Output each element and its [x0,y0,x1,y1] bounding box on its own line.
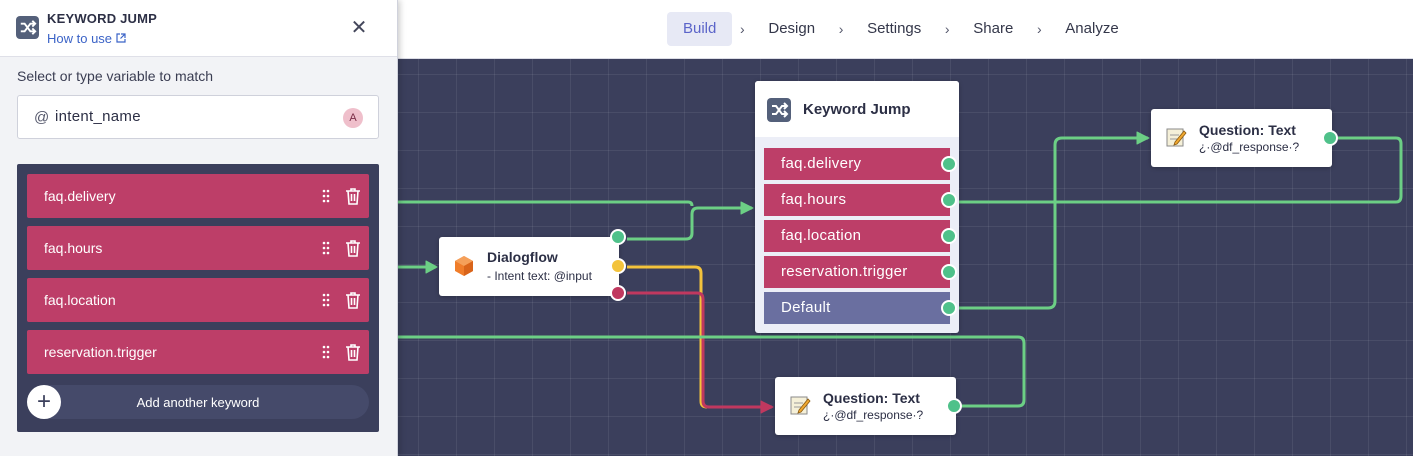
dialogflow-node[interactable]: Dialogflow - Intent text: @input [439,229,626,301]
tab-analyze[interactable]: Analyze [1065,20,1119,37]
nav-separator: › [740,21,745,37]
keyword-jump-default-row: Default [764,292,950,324]
keyword-label: faq.hours [44,240,103,256]
variable-value: intent_name [55,108,141,125]
faq-delivery-port[interactable] [941,156,957,172]
nav-separator: › [838,21,844,37]
keyword-jump-node-header: Keyword Jump [755,81,959,137]
wire-default-to-question [957,136,1148,310]
question-subtitle: ¿·@df_response·? [1199,140,1300,154]
trash-icon[interactable] [345,343,361,361]
shuffle-icon [767,98,791,122]
match-variable-label: Select or type variable to match [17,68,214,84]
trash-icon[interactable] [345,239,361,257]
keyword-jump-row: reservation.trigger [764,256,950,288]
dialogflow-fallback-port[interactable] [610,258,626,274]
dialogflow-title: Dialogflow [487,249,558,265]
nav-separator: › [1036,21,1042,37]
wire-dialogflow-error [627,291,772,409]
trash-icon[interactable] [345,187,361,205]
tab-design[interactable]: Design [768,20,816,37]
wire-offscreen-to-keyword-jump [398,200,694,207]
dialogflow-success-port[interactable] [610,229,626,245]
wire-dialogflow-success [627,206,752,241]
keyword-list: faq.delivery faq.hours faq.location [17,164,379,432]
dialogflow-icon [455,256,473,276]
keyword-label: faq.delivery [44,188,116,204]
how-to-use-label: How to use [47,31,113,46]
plus-icon: + [27,385,61,419]
dialogflow-subtitle: - Intent text: @input [487,269,592,283]
tab-share[interactable]: Share [973,20,1014,37]
drag-handle-icon[interactable] [321,241,331,255]
wire-question-bottom-loop [398,335,1026,408]
pencil-notepad-icon [790,396,811,415]
keyword-jump-row: faq.delivery [764,148,950,180]
add-keyword-label: Add another keyword [136,395,260,410]
add-keyword-button[interactable]: Add another keyword + [27,385,369,419]
tab-build[interactable]: Build [667,12,733,46]
variable-type-badge: A [343,108,363,128]
keyword-jump-title: Keyword Jump [803,101,911,118]
keyword-label: faq.location [44,292,116,308]
faq-location-port[interactable] [941,228,957,244]
variable-input[interactable]: @ intent_name A [17,95,379,139]
keyword-item[interactable]: faq.hours [27,226,369,270]
question-text-node[interactable]: Question: Text ¿·@df_response·? [775,377,962,435]
question-text-node[interactable]: Question: Text ¿·@df_response·? [1151,109,1338,167]
default-port[interactable] [941,300,957,316]
keyword-item[interactable]: faq.location [27,278,369,322]
dialogflow-error-port[interactable] [610,285,626,301]
nav-separator: › [944,21,950,37]
reservation-trigger-port[interactable] [941,264,957,280]
drag-handle-icon[interactable] [321,345,331,359]
tab-settings[interactable]: Settings [867,20,922,37]
close-icon[interactable]: ✕ [350,17,368,39]
question-output-port[interactable] [946,398,962,414]
keyword-label: reservation.trigger [44,344,157,360]
panel-title: KEYWORD JUMP [47,11,158,26]
question-title: Question: Text [1199,122,1296,138]
keyword-item[interactable]: reservation.trigger [27,330,369,374]
external-link-icon [116,33,126,43]
keyword-item[interactable]: faq.delivery [27,174,369,218]
how-to-use-link[interactable]: How to use [47,31,126,46]
question-title: Question: Text [823,390,920,406]
pencil-notepad-icon [1166,128,1187,147]
keyword-jump-row: faq.hours [764,184,950,216]
variable-prefix: @ [34,109,50,126]
faq-hours-port[interactable] [941,192,957,208]
trash-icon[interactable] [345,291,361,309]
shuffle-icon [16,16,39,39]
question-subtitle: ¿·@df_response·? [823,408,924,422]
keyword-jump-row: faq.location [764,220,950,252]
drag-handle-icon[interactable] [321,293,331,307]
keyword-jump-settings-panel: KEYWORD JUMP How to use ✕ Select or type… [0,0,398,456]
nav-tabs: Build › Design › Settings › Share › Anal… [667,12,1135,46]
question-output-port[interactable] [1322,130,1338,146]
panel-header: KEYWORD JUMP How to use ✕ [0,0,397,57]
drag-handle-icon[interactable] [321,189,331,203]
wire-faq-hours [957,136,1403,204]
keyword-jump-node[interactable]: Keyword Jump faq.delivery faq.hours faq.… [755,81,959,333]
